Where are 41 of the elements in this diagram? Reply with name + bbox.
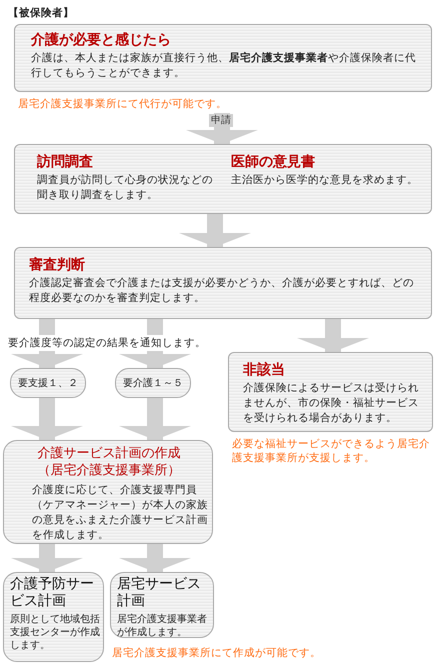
section-heading: 【被保険者】 xyxy=(8,6,75,20)
box-title: 非該当 xyxy=(243,361,286,379)
box-title: 介護が必要と感じたら xyxy=(31,31,172,49)
edge-label: 申請 xyxy=(209,114,233,127)
block-arrow xyxy=(186,113,258,144)
block-arrow xyxy=(119,398,191,440)
box-title: 訪問調査 xyxy=(37,153,94,171)
process-box xyxy=(14,24,432,92)
process-box xyxy=(3,440,213,544)
block-arrow xyxy=(119,544,191,572)
block-arrow xyxy=(11,398,83,440)
process-box xyxy=(110,572,214,638)
process-box xyxy=(14,247,432,319)
block-arrow xyxy=(119,319,191,368)
box-title: 介護サービス計画の作成（居宅介護支援事業所） xyxy=(36,445,182,479)
box-title: 介護予防サービス計画 xyxy=(10,576,95,610)
box-text: 要支援１、２ xyxy=(17,376,79,391)
block-arrow xyxy=(179,214,251,247)
block-arrow xyxy=(11,319,83,368)
note-text: 居宅介護支援事業所にて代行が可能です。 xyxy=(18,97,228,111)
note-text: 居宅介護支援事業所にて作成が可能です。 xyxy=(112,646,322,660)
box-text: 主治医から医学的な意見を求めます。 xyxy=(231,173,419,188)
box-title: 医師の意見書 xyxy=(231,153,316,171)
level-badge xyxy=(115,368,191,398)
block-arrow xyxy=(11,544,83,572)
box-text: 居宅介護支援事業者が作成します。 xyxy=(117,613,208,639)
box-text: 介護認定審査会で介護または支援が必要かどうか、介護が必要とすれば、どの程度必要なのかを審査判定します。 xyxy=(29,276,415,306)
process-box xyxy=(14,144,432,214)
process-box xyxy=(3,572,104,662)
box-text: 要介護１～５ xyxy=(122,376,184,391)
box-text: 原則として地域包括支援センターが作成します。 xyxy=(10,613,101,652)
box-title: 居宅サービス計画 xyxy=(117,576,202,610)
box-text: 介護保険によるサービスは受けられませんが、市の保険・福祉サービスを受けられる場合があります。 xyxy=(243,381,420,426)
process-box xyxy=(228,352,433,432)
block-arrow xyxy=(297,319,369,352)
box-text: 介護度に応じて、介護支援専門員（ケアマネージャー）が本人の家族の意見をふまえた介護サービス計画を作成します。 xyxy=(32,483,208,543)
box-text: 介護は、本人または家族が直接行う他、居宅介護支援事業者や介護保険者に代行してもらうことができます。 xyxy=(31,51,417,81)
box-text: 調査員が訪問して心身の状況などの聞き取り調査をします。 xyxy=(37,173,214,203)
level-badge xyxy=(10,368,86,398)
box-title: 審査判断 xyxy=(29,256,86,274)
note-text: 必要な福祉サービスができるよう居宅介護支援事業所が支援します。 xyxy=(232,437,431,465)
